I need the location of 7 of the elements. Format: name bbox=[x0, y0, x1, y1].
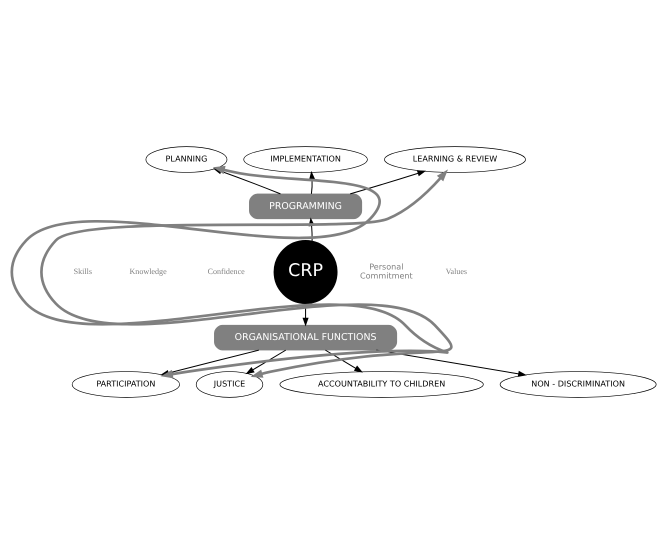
node-box: PROGRAMMING bbox=[249, 193, 362, 219]
node-box: ORGANISATIONAL FUNCTIONS bbox=[214, 324, 398, 350]
arrow bbox=[350, 170, 426, 194]
arrow bbox=[246, 349, 286, 374]
arrow bbox=[376, 349, 527, 376]
arrow bbox=[325, 349, 363, 372]
node-circle: CRP bbox=[274, 240, 338, 304]
